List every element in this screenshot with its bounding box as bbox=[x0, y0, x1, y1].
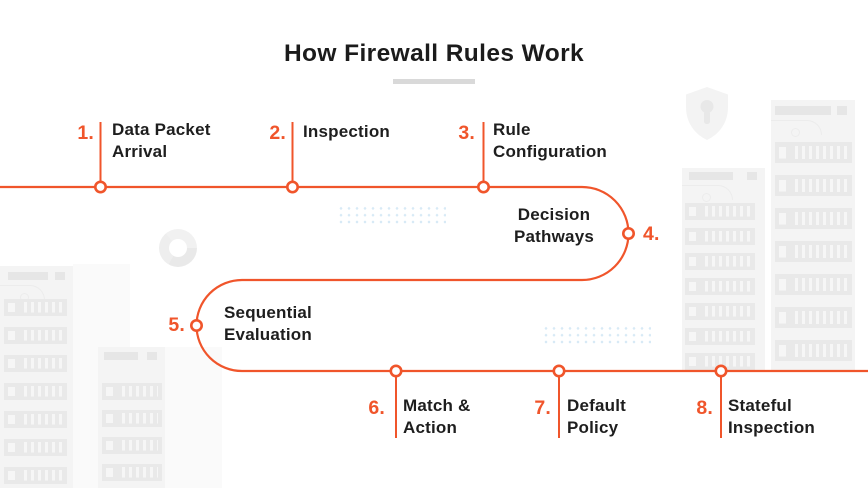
step-1-label: Data Packet Arrival bbox=[112, 120, 211, 161]
rack-header-square bbox=[837, 106, 847, 115]
rack-unit bbox=[775, 142, 852, 163]
rack-header-square bbox=[55, 272, 65, 280]
rack-unit bbox=[4, 439, 67, 456]
step-5-number: 5. bbox=[168, 314, 185, 336]
rack-header-bar bbox=[104, 352, 138, 360]
step-5-label: Sequential Evaluation bbox=[224, 303, 312, 344]
step-6-number: 6. bbox=[368, 397, 385, 419]
step-2-node bbox=[285, 180, 299, 194]
step-8-node bbox=[714, 364, 728, 378]
serpentine-path bbox=[0, 185, 868, 373]
step-3-label: Rule Configuration bbox=[493, 120, 608, 161]
rack-unit bbox=[685, 353, 755, 370]
step-2-number: 2. bbox=[269, 122, 286, 144]
rack-backdrop bbox=[165, 347, 222, 488]
step-8-number: 8. bbox=[696, 397, 713, 419]
step-4-node bbox=[621, 227, 635, 241]
rack-cable-dot bbox=[791, 128, 800, 137]
rack-unit bbox=[685, 253, 755, 270]
rack-unit bbox=[775, 175, 852, 196]
step-3-number: 3. bbox=[458, 122, 475, 144]
rack-unit bbox=[102, 437, 162, 454]
dot-grid-pattern bbox=[542, 325, 651, 345]
server-rack-illustration bbox=[771, 100, 855, 371]
server-rack-illustration bbox=[0, 266, 73, 488]
rack-cable-dot bbox=[702, 193, 711, 202]
rack-unit bbox=[4, 327, 67, 344]
rack-unit bbox=[4, 383, 67, 400]
rack-unit bbox=[4, 467, 67, 484]
rack-unit bbox=[102, 410, 162, 427]
server-rack-illustration bbox=[682, 168, 765, 371]
rack-header-bar bbox=[689, 172, 733, 180]
step-7-label: Default Policy bbox=[567, 396, 627, 437]
rack-unit bbox=[685, 228, 755, 245]
rack-unit bbox=[775, 208, 852, 229]
rack-unit bbox=[775, 307, 852, 328]
donut-chart-icon bbox=[159, 229, 197, 267]
rack-header-bar bbox=[775, 106, 831, 115]
rack-unit bbox=[685, 303, 755, 320]
rack-unit bbox=[4, 355, 67, 372]
step-1-node bbox=[94, 180, 108, 194]
rack-unit bbox=[4, 411, 67, 428]
rack-unit bbox=[775, 340, 852, 361]
rack-unit bbox=[685, 328, 755, 345]
rack-unit bbox=[102, 464, 162, 481]
rack-unit bbox=[685, 278, 755, 295]
shield-lock-icon bbox=[686, 87, 728, 140]
rack-unit bbox=[102, 383, 162, 400]
step-4-label: Decision Pathways bbox=[513, 205, 595, 246]
rack-header-bar bbox=[8, 272, 48, 280]
rack-unit bbox=[775, 241, 852, 262]
rack-unit bbox=[775, 274, 852, 295]
step-8-label: Stateful Inspection bbox=[728, 396, 816, 437]
rack-header-square bbox=[147, 352, 157, 360]
step-4-number: 4. bbox=[643, 223, 660, 245]
page-title: How Firewall Rules Work bbox=[283, 40, 585, 67]
server-rack-illustration bbox=[98, 347, 165, 488]
rack-header-square bbox=[747, 172, 757, 180]
step-7-number: 7. bbox=[534, 397, 551, 419]
step-5-node bbox=[190, 318, 204, 332]
step-1-number: 1. bbox=[77, 122, 94, 144]
step-7-node bbox=[552, 364, 566, 378]
title-underline bbox=[393, 79, 475, 84]
rack-unit bbox=[685, 203, 755, 220]
step-2-label: Inspection bbox=[303, 122, 391, 141]
rack-unit bbox=[4, 299, 67, 316]
dot-grid-pattern bbox=[337, 205, 446, 225]
step-6-node bbox=[389, 364, 403, 378]
step-6-label: Match & Action bbox=[403, 396, 471, 437]
step-3-node bbox=[476, 180, 490, 194]
